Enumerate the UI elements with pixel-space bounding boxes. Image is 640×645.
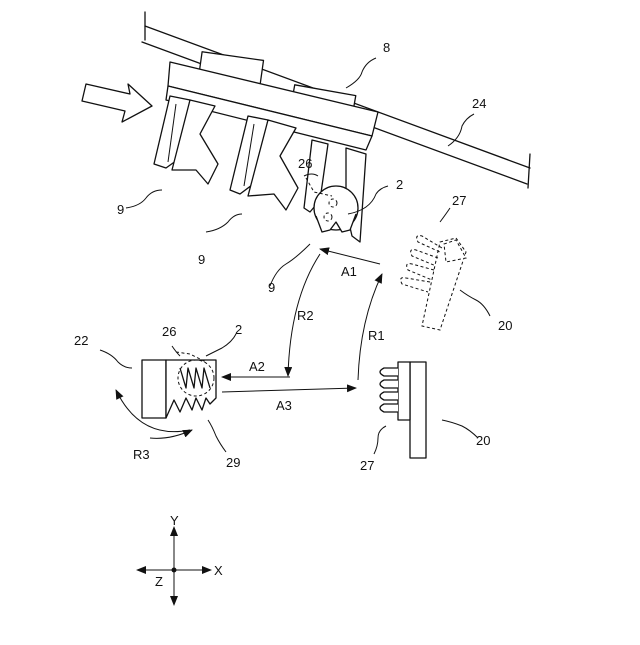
- gripper-9-right: [304, 140, 366, 242]
- label-27-upper: 27: [452, 193, 466, 208]
- axis-label-z: Z: [155, 574, 163, 589]
- label-R3: R3: [133, 447, 150, 462]
- feed-direction-arrow: [82, 84, 152, 122]
- axis-label-x: X: [214, 563, 223, 578]
- gripper-9-middle: [230, 116, 298, 210]
- label-26-upper: 26: [298, 156, 312, 171]
- label-26-lower: 26: [162, 324, 176, 339]
- label-29: 29: [226, 455, 240, 470]
- label-9-left: 9: [117, 202, 124, 217]
- label-22: 22: [74, 333, 88, 348]
- label-A3: A3: [276, 398, 292, 413]
- label-R2: R2: [297, 308, 314, 323]
- label-8: 8: [383, 40, 390, 55]
- label-9-middle: 9: [198, 252, 205, 267]
- gripper-20: [380, 362, 426, 458]
- label-27-lower: 27: [360, 458, 374, 473]
- gripper-9-left: [154, 96, 218, 184]
- label-20-lower: 20: [476, 433, 490, 448]
- holder-22: [142, 352, 216, 418]
- gripper-20-dashed: [401, 236, 466, 330]
- label-2-lower: 2: [235, 322, 242, 337]
- label-20-upper: 20: [498, 318, 512, 333]
- axis-label-y: Y: [170, 513, 179, 528]
- z-axis-dot: [172, 568, 177, 573]
- label-A2: A2: [249, 359, 265, 374]
- label-2-upper: 2: [396, 177, 403, 192]
- coordinate-axes: [136, 526, 212, 606]
- label-9-right: 9: [268, 280, 275, 295]
- label-24: 24: [472, 96, 486, 111]
- label-R1: R1: [368, 328, 385, 343]
- label-A1: A1: [341, 264, 357, 279]
